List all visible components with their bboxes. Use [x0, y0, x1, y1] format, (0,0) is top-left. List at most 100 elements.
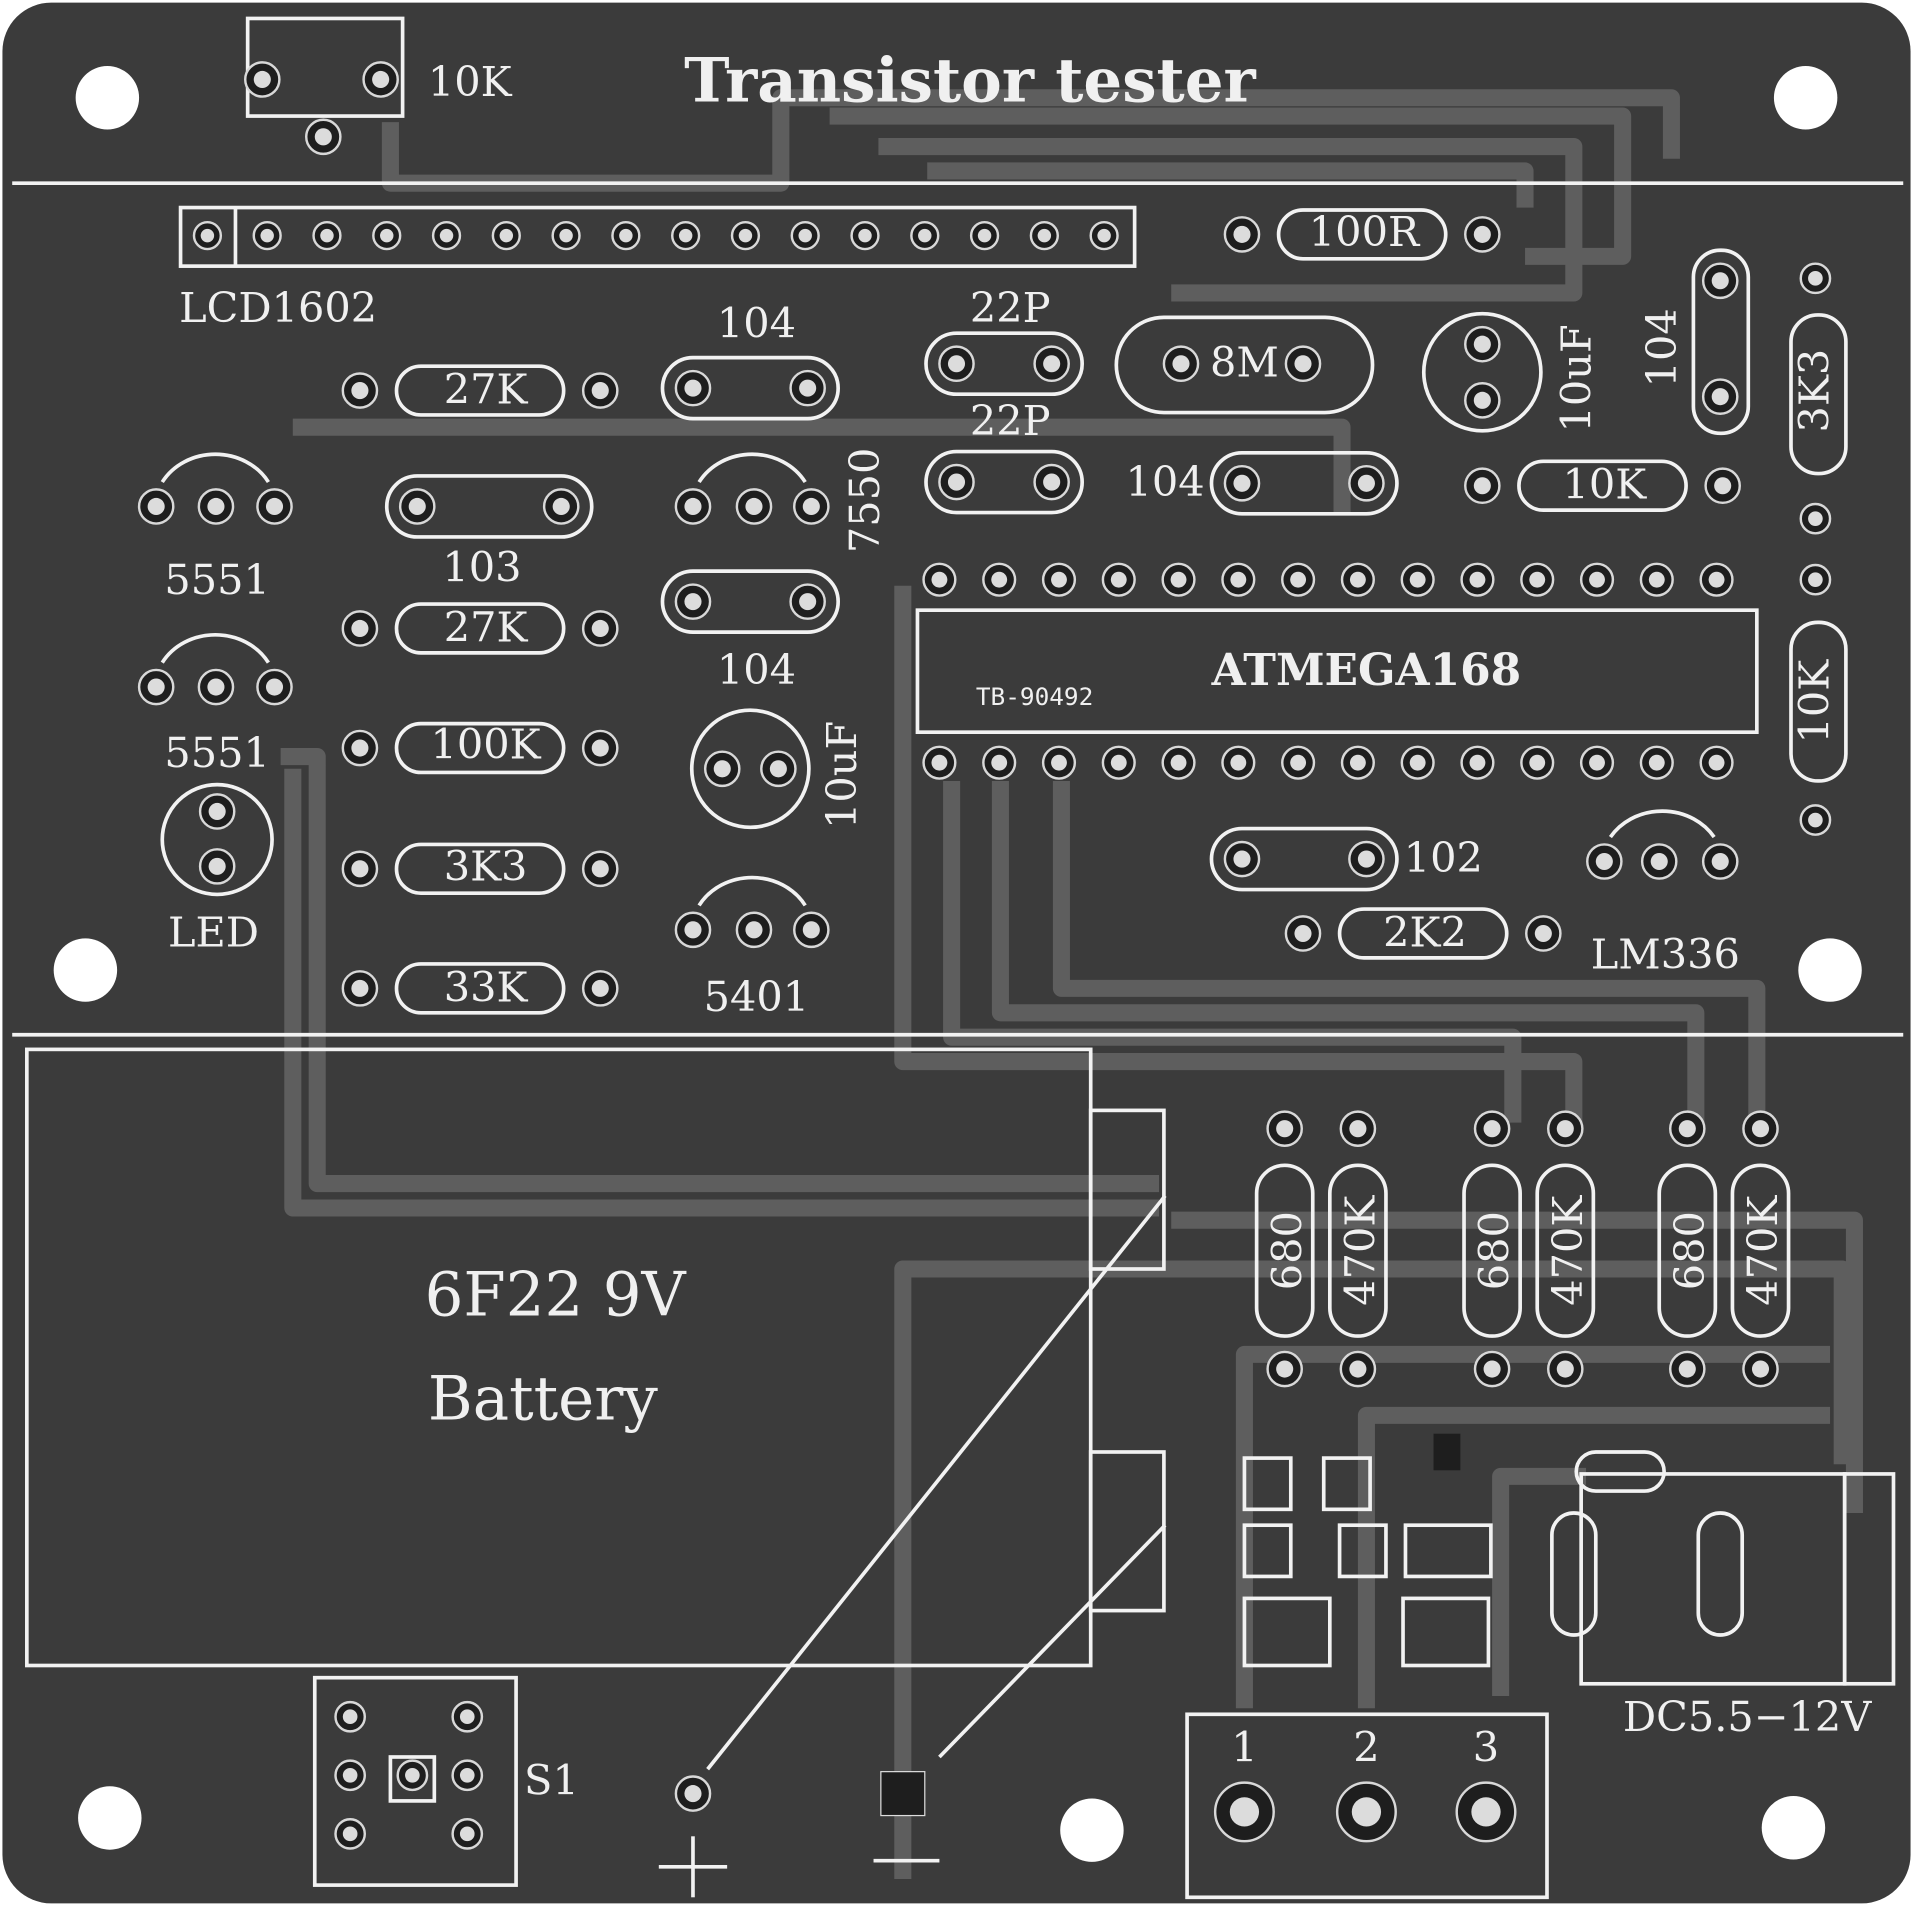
capacitor-outline — [660, 569, 840, 634]
drill-hole — [591, 979, 609, 997]
drill-hole — [207, 497, 225, 516]
drill-hole — [1534, 924, 1552, 943]
drill-hole — [372, 70, 390, 89]
resistor-outline — [1517, 459, 1688, 512]
drill-hole — [1751, 1360, 1770, 1378]
label-5551-b: 5551 — [164, 728, 270, 777]
drill-hole — [1230, 754, 1247, 771]
drill-hole — [738, 228, 753, 243]
capacitor-outline — [689, 708, 811, 830]
drill-hole — [1473, 225, 1491, 243]
label-33k: 33K — [444, 962, 529, 1011]
drill-hole — [1276, 1120, 1294, 1138]
drill-hole — [459, 1767, 475, 1783]
drill-hole — [499, 228, 514, 243]
drill-hole — [1469, 754, 1486, 771]
drill-hole — [918, 228, 932, 243]
drill-hole — [799, 593, 817, 611]
drill-hole — [1351, 1797, 1382, 1827]
copper-traces — [280, 89, 1863, 1879]
capacitor-outline — [1209, 450, 1399, 516]
label-battery: Battery — [428, 1363, 658, 1434]
drill-hole — [459, 1709, 475, 1725]
drill-hole — [1808, 271, 1823, 286]
drill-hole — [405, 1767, 420, 1783]
label-10k-b: 10K — [1789, 659, 1838, 744]
label-tp1: 1 — [1231, 1722, 1257, 1771]
drill-hole — [1097, 228, 1111, 243]
label-100r: 100R — [1309, 207, 1421, 256]
drill-hole — [1357, 850, 1375, 868]
drill-hole — [559, 228, 573, 243]
label-10k-a: 10K — [1562, 460, 1647, 509]
drill-hole — [619, 228, 633, 243]
drill-hole — [1037, 228, 1052, 243]
label-8m: 8M — [1210, 338, 1279, 387]
capacitor-outline — [924, 449, 1084, 515]
label-680-2: 680 — [1470, 1211, 1519, 1290]
resistor-outline — [394, 602, 566, 655]
drill-hole — [858, 228, 872, 243]
resistor-outline — [1535, 1163, 1596, 1338]
mounting-hole — [1798, 938, 1862, 1002]
drill-hole — [1708, 754, 1725, 771]
drill-hole — [342, 1826, 358, 1842]
drill-hole — [320, 228, 334, 243]
drill-hole — [713, 760, 731, 778]
drill-hole — [591, 382, 609, 400]
drill-hole — [745, 921, 763, 939]
label-tp3: 3 — [1473, 1722, 1499, 1771]
drill-hole — [408, 497, 426, 516]
drill-hole — [1357, 474, 1375, 492]
board-title: Transistor tester — [684, 46, 1256, 117]
drill-hole — [1294, 924, 1312, 943]
drill-hole — [147, 497, 165, 516]
transistor-outline — [697, 452, 807, 484]
drill-hole — [265, 678, 284, 696]
label-100k: 100K — [430, 720, 541, 769]
drill-hole — [1290, 754, 1307, 771]
drill-hole — [1473, 335, 1491, 353]
drill-hole — [1678, 1360, 1696, 1378]
drill-hole — [1714, 477, 1732, 495]
drill-hole — [977, 228, 992, 243]
drill-hole — [1808, 511, 1823, 526]
label-27k-a: 27K — [444, 365, 529, 414]
transistor-outline — [697, 875, 807, 907]
drill-hole — [1529, 754, 1546, 771]
drill-hole — [552, 497, 570, 516]
mounting-hole — [78, 1786, 142, 1850]
drill-hole — [1556, 1120, 1574, 1138]
label-3k3-a: 3K3 — [1789, 349, 1838, 433]
drill-hole — [1473, 391, 1491, 409]
drill-hole — [1589, 571, 1605, 588]
drill-hole — [1595, 852, 1613, 871]
label-lcd: LCD1602 — [179, 283, 377, 332]
drill-hole — [684, 1785, 702, 1803]
resistor-outline — [1789, 620, 1848, 783]
label-5551-a: 5551 — [164, 555, 270, 604]
drill-hole — [1294, 355, 1312, 373]
drill-hole — [1648, 754, 1665, 771]
drill-hole — [678, 228, 693, 243]
capacitor-outline — [924, 331, 1084, 397]
drill-hole — [1043, 355, 1061, 373]
mounting-hole — [1761, 1796, 1826, 1860]
label-470k-2: 470K — [1543, 1195, 1592, 1306]
drill-hole — [684, 921, 702, 939]
drill-hole — [991, 571, 1008, 588]
drill-hole — [208, 802, 226, 821]
drill-hole — [265, 497, 284, 516]
drill-hole — [1349, 1120, 1367, 1138]
resistor-outline — [1337, 907, 1509, 960]
drill-hole — [1349, 571, 1366, 588]
label-pot: 10K — [428, 57, 513, 106]
drill-hole — [459, 1826, 475, 1842]
label-led: LED — [168, 907, 259, 956]
drill-hole — [207, 678, 225, 696]
label-code: TB-90492 — [976, 682, 1093, 711]
drill-hole — [1556, 1360, 1574, 1378]
drill-hole — [351, 739, 369, 757]
label-tp2: 2 — [1353, 1722, 1379, 1771]
label-27k-b: 27K — [444, 602, 529, 651]
